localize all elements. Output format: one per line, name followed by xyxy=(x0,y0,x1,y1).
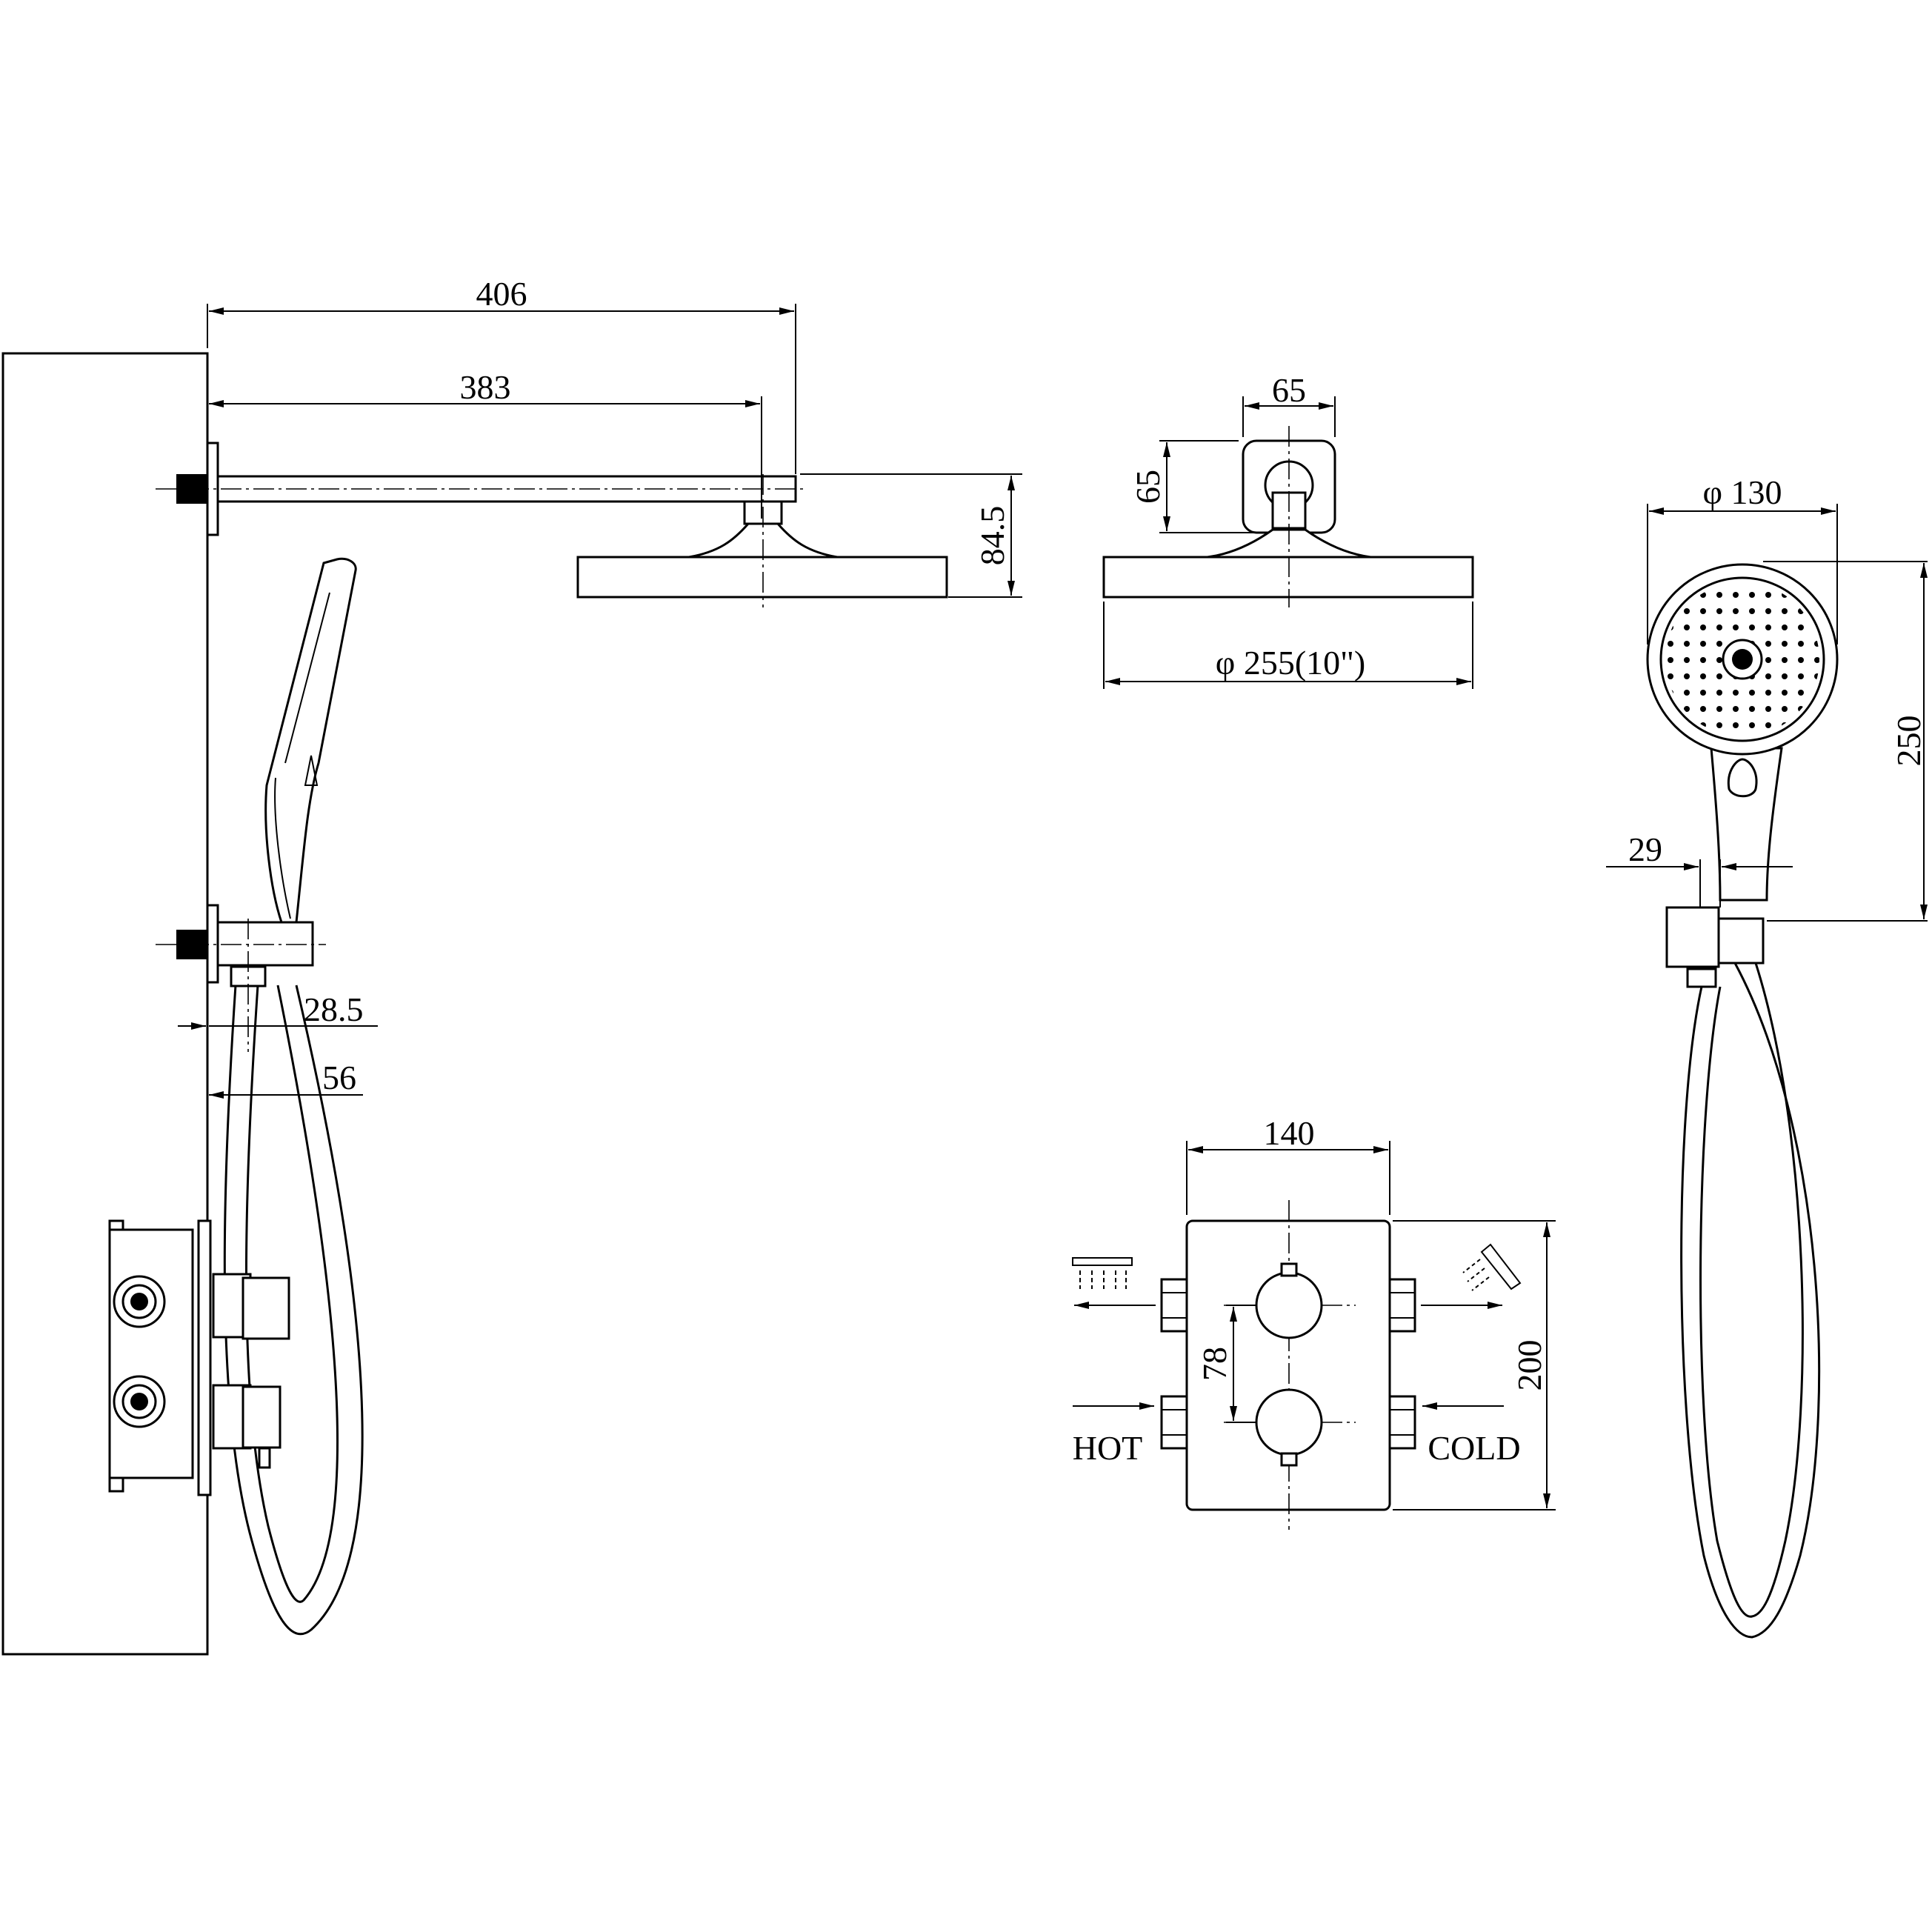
dimension-65-height-label: 65 xyxy=(1129,470,1167,504)
shower-arm-side-view xyxy=(156,442,948,607)
dimension-valve: 140 200 78 xyxy=(1186,1114,1556,1510)
dimension-rain-head-diameter: φ 255(10") xyxy=(1103,602,1473,689)
dimension-drop: 84.5 xyxy=(800,473,1022,598)
hand-shower-icon xyxy=(1462,1243,1522,1291)
hand-shower-side-view xyxy=(156,557,357,1052)
dimension-255-label: φ 255(10") xyxy=(1216,644,1365,682)
valve-front-view xyxy=(1160,1200,1416,1530)
dimension-flange: 65 65 xyxy=(1129,371,1336,533)
wall-section xyxy=(1,352,209,1656)
hose-side-view xyxy=(223,985,364,1636)
hose-front-view xyxy=(1680,962,1821,1639)
dimension-wall-offsets: 28.5 56 xyxy=(178,990,378,1099)
rain-shower-icon xyxy=(1072,1257,1133,1289)
dimension-130-label: φ 130 xyxy=(1702,473,1782,511)
dimension-84-5-label: 84.5 xyxy=(973,506,1011,566)
dimension-250-label: 250 xyxy=(1890,716,1928,767)
dimension-arm-inner: 383 xyxy=(209,368,762,519)
hand-shower-front-view xyxy=(1646,563,1839,988)
valve-body-side-view xyxy=(108,1219,290,1496)
dimension-arm-outer: 406 xyxy=(207,275,796,474)
rain-head-front-view xyxy=(1102,426,1474,607)
dimension-56-label: 56 xyxy=(322,1059,356,1096)
hot-label: HOT xyxy=(1073,1429,1143,1467)
dimension-78-label: 78 xyxy=(1196,1347,1233,1381)
dimension-406-label: 406 xyxy=(476,275,527,313)
dimension-200-label: 200 xyxy=(1510,1340,1548,1391)
dimension-140-label: 140 xyxy=(1264,1114,1315,1152)
dimension-65-width-label: 65 xyxy=(1272,371,1306,409)
flow-arrows xyxy=(1073,1302,1504,1410)
dimension-29-label: 29 xyxy=(1628,830,1662,868)
dimension-hand-shower: φ 130 250 29 xyxy=(1606,473,1928,922)
cold-label: COLD xyxy=(1428,1429,1520,1467)
dimension-28-5-label: 28.5 xyxy=(304,990,364,1028)
dimension-383-label: 383 xyxy=(460,368,511,406)
